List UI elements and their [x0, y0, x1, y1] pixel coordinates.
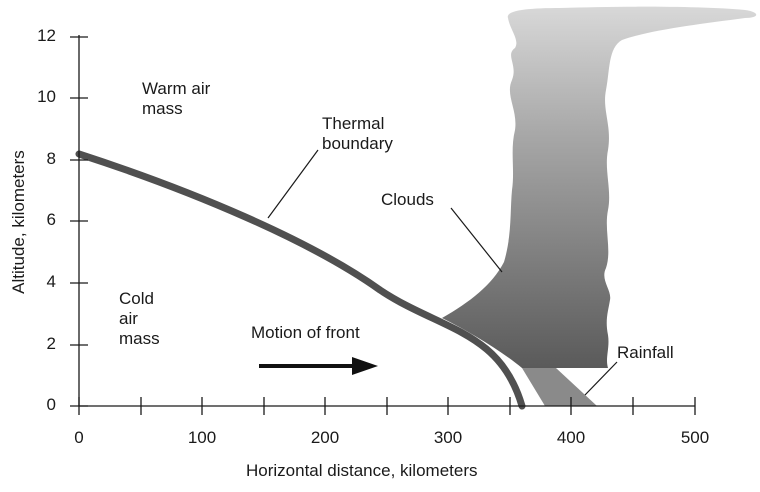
x-tick-label: 0: [74, 428, 84, 447]
thermal-boundary-leader: [267, 149, 319, 219]
y-tick-label: 0: [46, 395, 56, 414]
x-tick-label: 400: [556, 428, 586, 447]
thermal-boundary-line: [75, 150, 526, 410]
cloud-mass: [442, 6, 757, 369]
clouds-label: Clouds: [381, 190, 434, 209]
y-tick-label: 4: [46, 272, 56, 291]
y-tick-label: 8: [46, 149, 56, 168]
y-tick-label: 2: [46, 334, 56, 353]
x-tick-label: 300: [433, 428, 463, 447]
y-axis-title: Altitude, kilometers: [9, 150, 28, 294]
rainfall-label: Rainfall: [617, 343, 674, 362]
y-tick-label: 12: [37, 26, 56, 45]
y-tick-label: 10: [37, 87, 56, 106]
x-tick-label: 100: [187, 428, 217, 447]
motion-arrow-icon: [259, 357, 378, 375]
x-tick-label: 200: [310, 428, 340, 447]
rainfall-leader: [584, 361, 618, 396]
y-tick-label: 6: [46, 210, 56, 229]
x-tick-label: 500: [680, 428, 710, 447]
motion-of-front-label: Motion of front: [251, 323, 360, 342]
cold-air-mass-label: Cold air mass: [119, 289, 160, 348]
clouds-leader: [450, 207, 503, 273]
rainfall-band: [522, 368, 597, 406]
warm-air-mass-label: Warm air mass: [142, 79, 211, 118]
x-axis-tick-marks: [78, 397, 696, 415]
thermal-boundary-label: Thermal boundary: [322, 114, 393, 153]
x-axis-title: Horizontal distance, kilometers: [246, 461, 478, 480]
